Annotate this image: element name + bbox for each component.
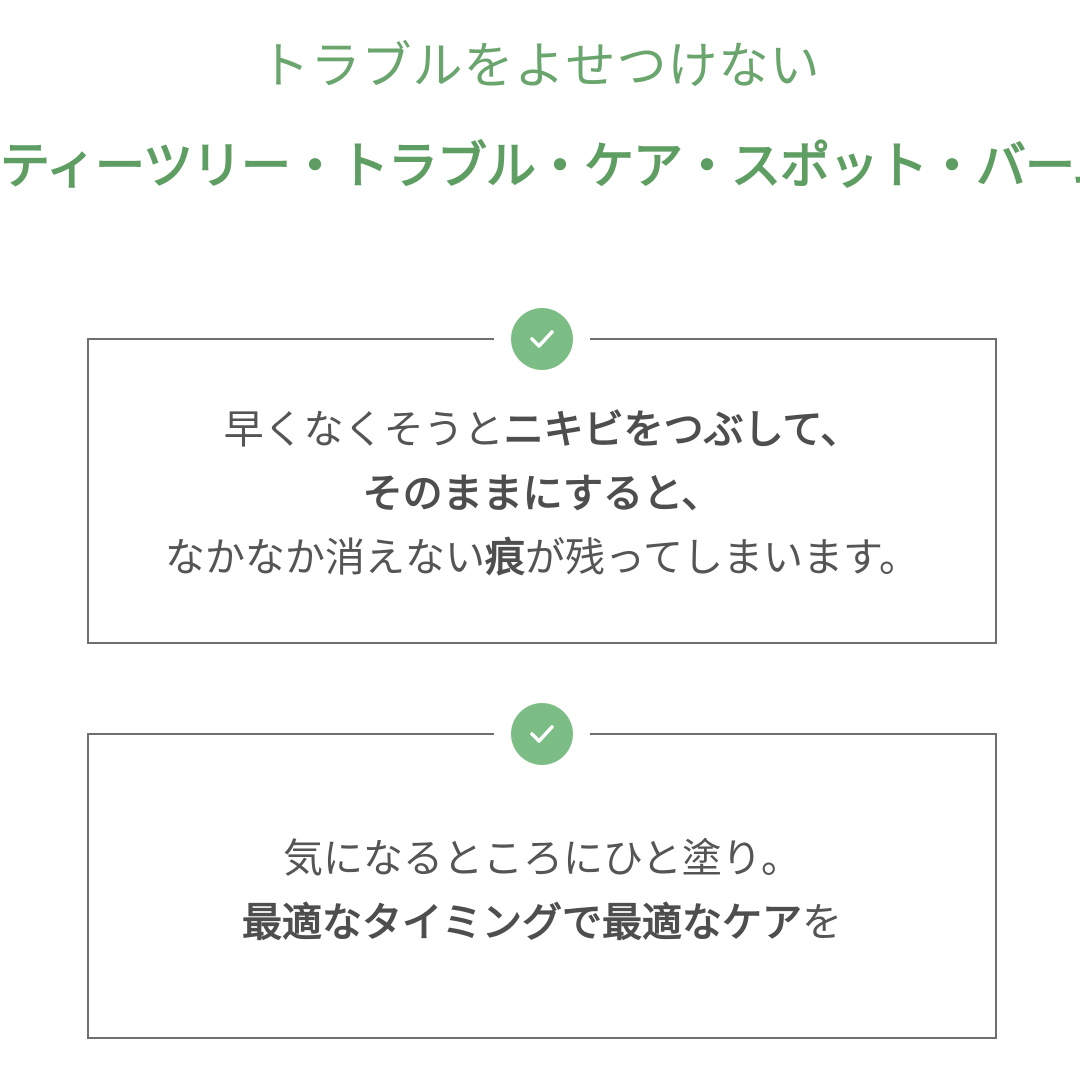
info-card-1: 早くなくそうとニキビをつぶして、 そのままにすると、 なかなか消えない痕が残って… [87,306,997,644]
check-badge-wrap [494,306,590,372]
card-2-text: 気になるところにひと塗り。 最適なタイミングで最適なケアを [89,827,995,955]
card-1-line-3-bold: 痕 [485,535,525,581]
card-1-text: 早くなくそうとニキビをつぶして、 そのままにすると、 なかなか消えない痕が残って… [89,398,995,590]
info-card-2: 気になるところにひと塗り。 最適なタイミングで最適なケアを [87,701,997,1039]
check-icon [511,308,573,370]
check-badge-wrap [494,701,590,767]
check-mark-svg [530,725,554,743]
page-subtitle: トラブルをよせつけない [259,37,821,95]
card-1-line-2-bold: そのままにすると、 [362,471,722,517]
check-mark-svg [530,330,554,348]
card-2-line-1-normal: 気になるところにひと塗り。 [283,836,801,882]
card-2-line-1: 気になるところにひと塗り。 [89,827,995,891]
card-1-line-3-normal: なかなか消えない [165,535,485,581]
card-1-line-1-bold: ニキビをつぶして、 [503,407,861,453]
card-1-line-3: なかなか消えない痕が残ってしまいます。 [89,526,995,590]
card-1-line-2: そのままにすると、 [89,462,995,526]
card-1-line-3-tail: が残ってしまいます。 [525,535,919,581]
check-icon [511,703,573,765]
card-1-line-1-normal: 早くなくそうと [223,407,504,453]
card-2-line-2: 最適なタイミングで最適なケアを [89,891,995,955]
card-2-line-2-tail: を [802,900,842,946]
card-2-line-2-bold: 最適なタイミングで最適なケア [242,900,802,946]
card-1-line-1: 早くなくそうとニキビをつぶして、 [89,398,995,462]
page-title: ティーツリー・トラブル・ケア・スポット・バーム [0,137,1080,195]
